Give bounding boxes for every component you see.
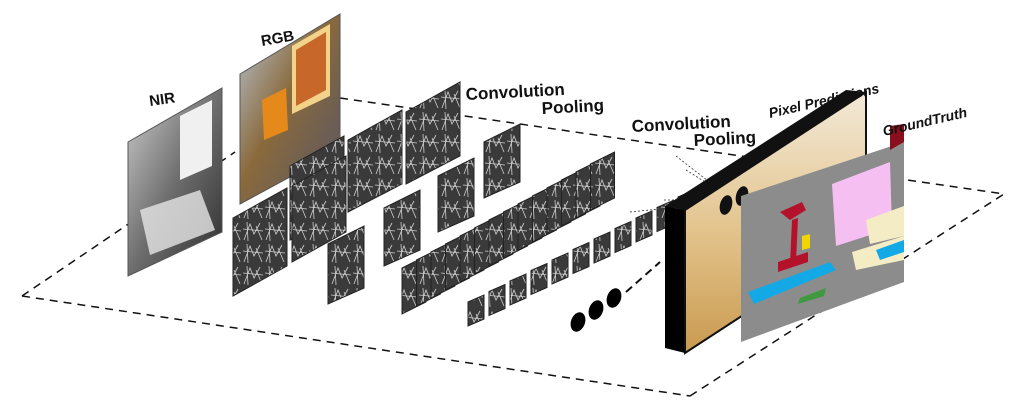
nir-label: NIR (148, 90, 176, 110)
conv2-feature-maps (401, 151, 615, 315)
ground-truth-image (741, 124, 904, 342)
pool2-feature-map (635, 210, 653, 243)
pool2-feature-map (530, 262, 548, 296)
pool2-feature-map (488, 283, 506, 317)
ellipsis-dash (625, 261, 661, 293)
pool2-feature-map (551, 252, 569, 285)
nir-input-image (127, 87, 223, 277)
pool2-feature-map (572, 241, 590, 275)
conv1-feature-maps (232, 81, 461, 297)
pool2-label: Pooling (693, 128, 756, 150)
pool1-feature-maps (327, 123, 521, 305)
conv2-feature-map (590, 151, 615, 211)
ground-truth-label: GroundTruth (881, 104, 968, 139)
pool2-feature-map (593, 231, 611, 264)
rgb-label: RGB (260, 27, 296, 50)
pool1-label: Pooling (541, 96, 604, 118)
pool2-feature-map (614, 220, 632, 254)
pool2-feature-map (467, 294, 485, 327)
ellipsis-dots (570, 288, 622, 332)
pool2-feature-map (509, 273, 527, 306)
